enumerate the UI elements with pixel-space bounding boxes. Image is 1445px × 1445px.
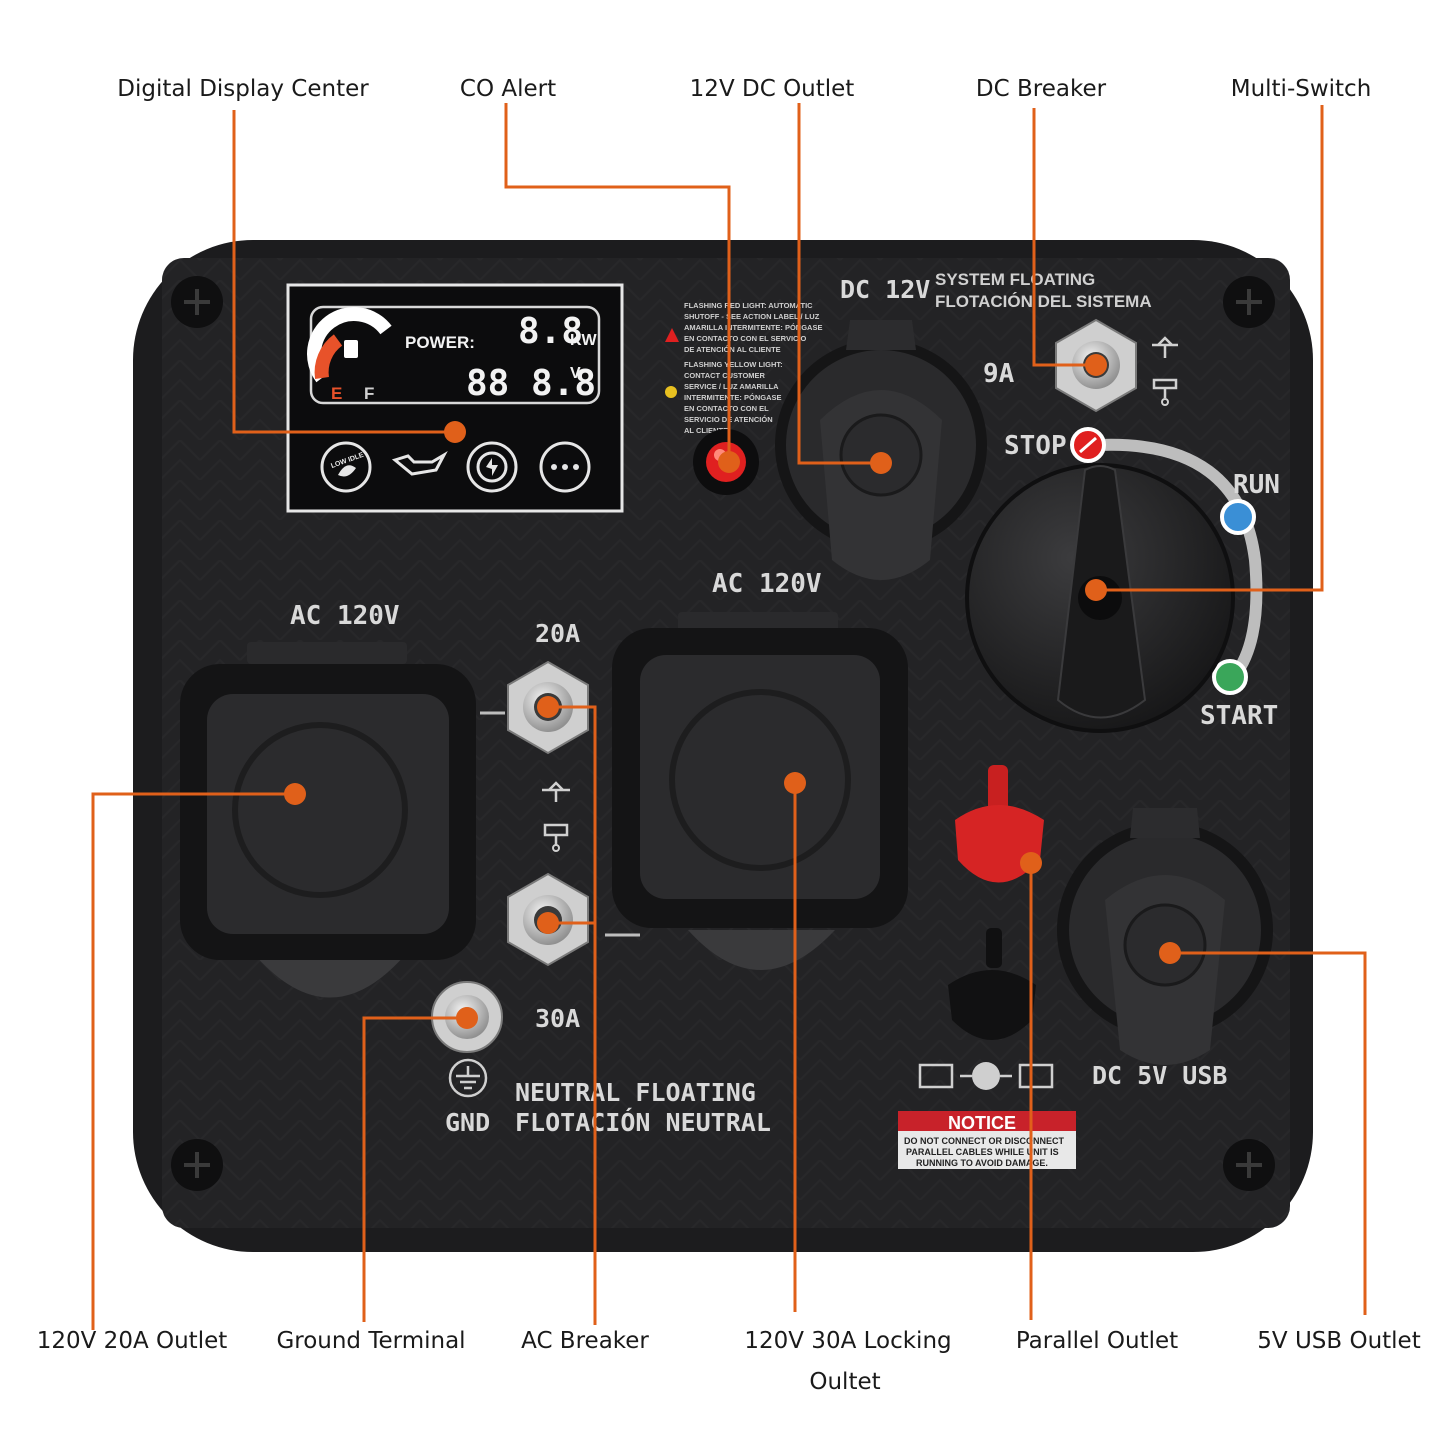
warning-yellow-1: FLASHING YELLOW LIGHT:	[684, 360, 783, 369]
fuel-full-label: F	[364, 384, 374, 403]
power-label: POWER:	[405, 333, 475, 352]
power-value: 8.8	[518, 311, 583, 352]
menu-dots-icon	[539, 441, 591, 493]
callout-usb-outlet: 5V USB Outlet	[1257, 1328, 1421, 1354]
warning-red-3: AMARILLA INTERMITENTE: PÓNGASE	[684, 323, 822, 332]
dc-5v-usb-label: DC 5V USB	[1092, 1061, 1227, 1090]
ac120v-left-label: AC 120V	[290, 601, 400, 631]
start-label: START	[1200, 701, 1278, 731]
ground-symbol-icon	[448, 1058, 488, 1098]
callout-ground-terminal: Ground Terminal	[276, 1328, 466, 1354]
outlet-30a-locking-cover[interactable]	[612, 612, 908, 970]
breaker-symbol-icon	[1152, 336, 1178, 406]
warning-yellow-7: AL CLIENTE	[684, 426, 728, 435]
breaker-30a-label: 30A	[535, 1004, 580, 1033]
oil-icon	[391, 451, 448, 476]
red-light-icon	[665, 328, 679, 342]
warning-label: FLASHING RED LIGHT: AUTOMATIC SHUTOFF - …	[665, 301, 822, 435]
dc12v-label: DC 12V	[840, 275, 930, 304]
fuel-empty-label: E	[331, 384, 342, 403]
callout-parallel-outlet: Parallel Outlet	[1015, 1328, 1179, 1354]
leader-dots	[284, 354, 1181, 1029]
gnd-label: GND	[445, 1108, 490, 1137]
neutral-floating-es-label: FLOTACIÓN NEUTRAL	[515, 1107, 771, 1137]
run-label: RUN	[1233, 470, 1280, 500]
notice-label: NOTICE DO NOT CONNECT OR DISCONNECT PARA…	[898, 1111, 1076, 1169]
callout-co-alert: CO Alert	[459, 76, 557, 102]
warning-red-4: EN CONTACTO CON EL SERVICIO	[684, 334, 807, 343]
parallel-link-icon	[918, 1062, 1054, 1090]
svg-text:PARALLEL CABLES WHILE UNIT IS: PARALLEL CABLES WHILE UNIT IS	[906, 1147, 1059, 1157]
screw-icon	[171, 276, 1275, 1191]
warning-yellow-3: SERVICE / LUZ AMARILLA	[684, 382, 779, 391]
breaker-20a-label: 20A	[535, 619, 580, 648]
switch-arc	[1099, 438, 1263, 679]
dc12v-outlet-cover[interactable]	[775, 320, 987, 580]
yellow-light-icon	[665, 386, 677, 398]
stop-label: STOP	[1004, 431, 1067, 461]
warning-yellow-4: INTERMITENTE: PÓNGASE	[684, 393, 782, 402]
start-icon	[1212, 659, 1248, 695]
voltage-unit: V	[570, 365, 581, 382]
overload-icon	[466, 441, 518, 493]
svg-text:DO NOT CONNECT OR DISCONNECT: DO NOT CONNECT OR DISCONNECT	[904, 1136, 1065, 1146]
warning-yellow-2: CONTACT CUSTOMER	[684, 371, 766, 380]
warning-red-1: FLASHING RED LIGHT: AUTOMATIC	[684, 301, 813, 310]
warning-red-5: DE ATENCIÓN AL CLIENTE	[684, 345, 781, 354]
callout-locking-outlet-line2: Oultet	[809, 1369, 881, 1395]
power-unit: KW	[570, 332, 598, 349]
ac120v-center-label: AC 120V	[712, 569, 822, 599]
fuel-gauge-icon	[307, 307, 392, 383]
callout-digital-display: Digital Display Center	[117, 76, 369, 102]
voltage-value: 88 8.8	[466, 363, 596, 404]
digital-display: E F POWER: 8.8 KW 88 8.8 V LOW IDLE	[286, 283, 624, 513]
breaker-symbol-icon	[542, 781, 570, 852]
callout-multi-switch: Multi-Switch	[1230, 76, 1372, 102]
run-icon	[1220, 499, 1256, 535]
warning-red-2: SHUTOFF - SEE ACTION LABEL / LUZ	[684, 312, 820, 321]
callout-outlet-20a: 120V 20A Outlet	[36, 1328, 228, 1354]
svg-text:NOTICE: NOTICE	[948, 1113, 1016, 1133]
warning-yellow-5: EN CONTACTO CON EL	[684, 404, 769, 413]
neutral-floating-label: NEUTRAL FLOATING	[515, 1078, 756, 1107]
usb-outlet-cover[interactable]	[1057, 808, 1273, 1065]
outlet-20a-cover[interactable]	[180, 642, 476, 998]
callout-dc-breaker: DC Breaker	[975, 76, 1107, 102]
callout-locking-outlet-line1: 120V 30A Locking	[744, 1328, 952, 1354]
dc-amps-label: 9A	[983, 359, 1015, 389]
svg-text:RUNNING TO AVOID DAMAGE.: RUNNING TO AVOID DAMAGE.	[916, 1158, 1048, 1168]
system-floating-label: SYSTEM FLOATING	[935, 270, 1095, 289]
callout-ac-breaker: AC Breaker	[521, 1328, 649, 1354]
callout-dc-outlet: 12V DC Outlet	[689, 76, 855, 102]
parallel-outlet-black[interactable]	[948, 928, 1036, 1040]
system-floating-es-label: FLOTACIÓN DEL SISTEMA	[935, 292, 1152, 311]
